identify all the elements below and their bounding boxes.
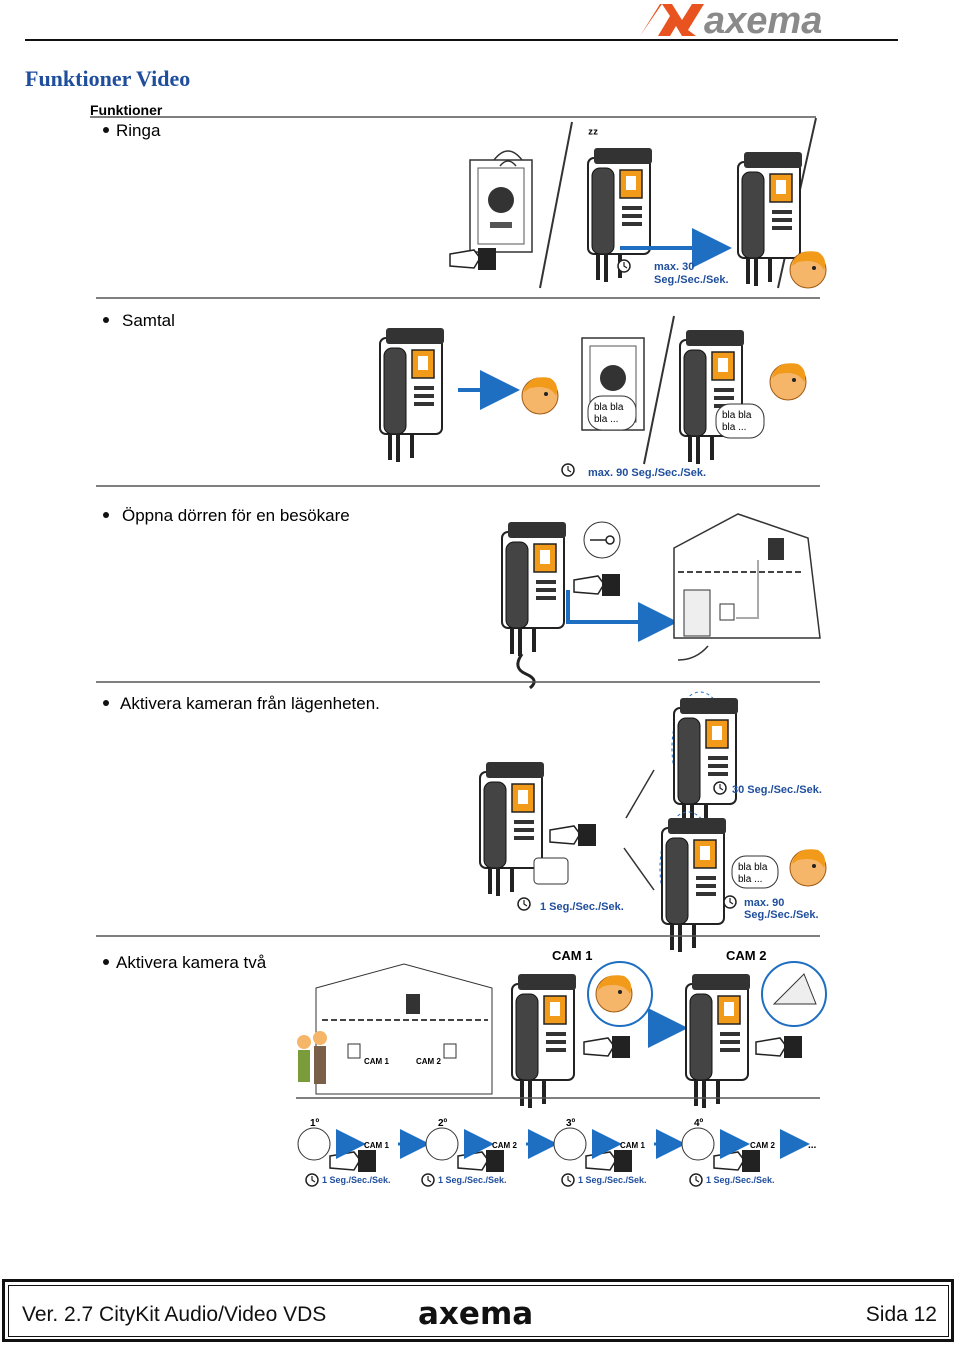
clock-icon — [713, 781, 727, 795]
clock-icon — [561, 1173, 575, 1187]
house-cam2: CAM 2 — [416, 1057, 441, 1066]
header-rule — [25, 39, 898, 41]
step-4-cam: CAM 2 — [750, 1141, 775, 1150]
step-4-num: 4º — [694, 1118, 704, 1129]
ring-waves-icon — [493, 150, 523, 167]
bullet-icon — [103, 959, 109, 965]
cam1-title: CAM 1 — [552, 948, 592, 963]
step-1-time: 1 Seg./Sec./Sek. — [322, 1175, 391, 1185]
clock-icon — [561, 463, 575, 477]
camera-button-icon — [425, 1127, 459, 1161]
door-illustration — [500, 513, 821, 690]
step-4-time: 1 Seg./Sec./Sek. — [706, 1175, 775, 1185]
clock-icon — [517, 897, 531, 911]
camera-speech-b: bla ... — [738, 874, 762, 885]
ringa-timer-unit: Seg./Sec./Sek. — [654, 274, 729, 286]
section-ringa-label: Ringa — [116, 121, 161, 140]
clock-icon — [689, 1173, 703, 1187]
step-3-num: 3º — [566, 1118, 576, 1129]
bullet-icon — [103, 317, 109, 323]
section-door-label: Öppna dörren för en besökare — [122, 506, 350, 525]
bullet-icon — [103, 512, 109, 518]
samtal-speech-2b: bla ... — [722, 422, 746, 433]
speech-bubble — [715, 403, 765, 439]
clock-icon — [305, 1173, 319, 1187]
clock-icon — [723, 895, 737, 909]
step-1-num: 1º — [310, 1118, 320, 1129]
speech-bubble — [731, 855, 779, 889]
clock-icon — [421, 1173, 435, 1187]
sleep-icon: ᶻᶻ — [588, 125, 598, 141]
camera-timer-a: 30 Seg./Sec./Sek. — [732, 784, 822, 796]
camera-button-icon — [533, 857, 569, 885]
step-2-num: 2º — [438, 1118, 448, 1129]
section-camera-two-label: Aktivera kamera två — [116, 953, 267, 972]
step-3-time: 1 Seg./Sec./Sek. — [578, 1175, 647, 1185]
arrow-icon — [566, 590, 678, 642]
samtal-speech-1: bla bla — [594, 402, 624, 413]
camera-timer-b: 1 Seg./Sec./Sek. — [540, 901, 624, 913]
bullet-icon — [103, 127, 109, 133]
logo-mark-icon — [640, 4, 704, 36]
ringa-timer: max. 30 — [654, 261, 694, 273]
footer-inner-frame — [8, 1285, 949, 1337]
camera-timer-c: max. 90 — [744, 897, 784, 909]
section-samtal-label: Samtal — [122, 311, 175, 330]
samtal-illustration: bla bla bla ... bla bla bla ... max. 90 … — [378, 315, 807, 479]
clock-icon — [617, 259, 631, 273]
house-icon — [315, 963, 493, 1095]
step-4: 4º CAM 2 ... 1 Seg./Sec./Sek. — [681, 1118, 817, 1187]
camera-two-illustration: CAM 1 CAM 2 CAM 1 CAM 2 — [297, 948, 827, 1110]
footer-logo: axema — [418, 1296, 534, 1332]
camera-activate-illustration: 1 Seg./Sec./Sek. 30 Seg./Sec./Sek. bla b… — [478, 691, 827, 954]
camera-speech: bla bla — [738, 862, 768, 873]
functions-figure: Funktioner Ringa ᶻᶻ max. 30 Seg./Sec./Se… — [88, 98, 828, 1198]
bullet-icon — [103, 700, 109, 706]
footer-frame — [2, 1279, 954, 1342]
section-camera-label: Aktivera kameran från lägenheten. — [120, 694, 380, 713]
axema-logo-header: axema — [638, 0, 900, 42]
logo-text: axema — [704, 0, 822, 38]
page-title: Funktioner Video — [25, 66, 191, 91]
figure-heading: Funktioner — [90, 102, 163, 118]
person-icon — [313, 1031, 327, 1045]
step-1: 1º CAM 1 1 Seg./Sec./Sek. — [297, 1118, 391, 1187]
cam2-title: CAM 2 — [726, 948, 766, 963]
step-2-time: 1 Seg./Sec./Sek. — [438, 1175, 507, 1185]
camera-button-icon — [681, 1127, 715, 1161]
samtal-speech-1b: bla ... — [594, 414, 618, 425]
camera-button-icon — [553, 1127, 587, 1161]
speech-bubble — [587, 395, 637, 431]
step-2: 2º CAM 2 1 Seg./Sec./Sek. — [421, 1118, 517, 1187]
camera-steps: 1º CAM 1 1 Seg./Sec./Sek. 2º CAM 2 1 Seg… — [297, 1118, 817, 1187]
samtal-timer: max. 90 Seg./Sec./Sek. — [588, 467, 706, 479]
camera-button-icon — [297, 1127, 331, 1161]
step-3: 3º CAM 1 1 Seg./Sec./Sek. — [553, 1118, 647, 1187]
step-3-cam: CAM 1 — [620, 1141, 645, 1150]
step-1-cam: CAM 1 — [364, 1141, 389, 1150]
camera-timer-c-unit: Seg./Sec./Sek. — [744, 909, 819, 921]
ringa-illustration: ᶻᶻ max. 30 Seg./Sec./Sek. — [449, 117, 827, 289]
footer-page-number: Sida 12 — [865, 1303, 937, 1326]
steps-ellipsis: ... — [808, 1140, 817, 1151]
footer-version: Ver. 2.7 CityKit Audio/Video VDS — [22, 1303, 327, 1326]
samtal-speech-2: bla bla — [722, 410, 752, 421]
person-icon — [297, 1035, 311, 1049]
house-cam1: CAM 1 — [364, 1057, 389, 1066]
step-2-cam: CAM 2 — [492, 1141, 517, 1150]
